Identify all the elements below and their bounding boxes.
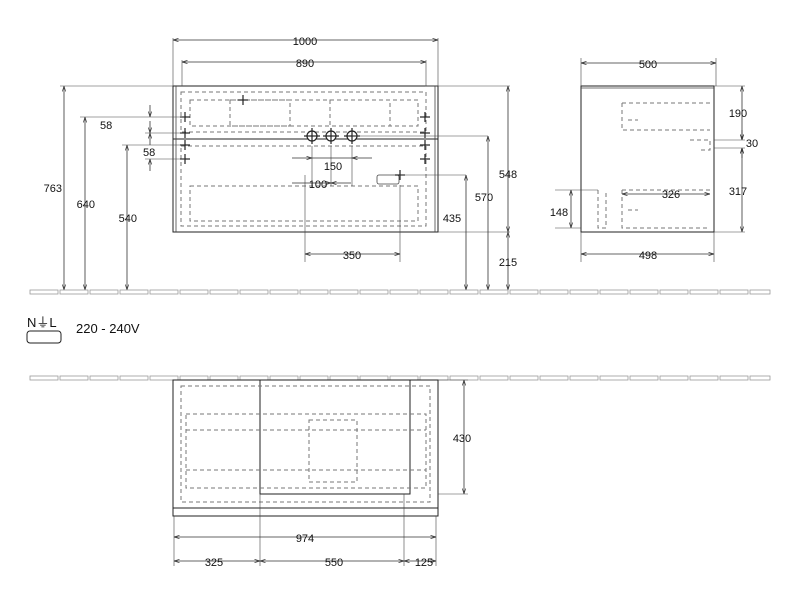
dim-350: 350 <box>343 250 361 262</box>
dim-height-435: 435 <box>443 213 461 225</box>
dim-height-640: 640 <box>77 199 95 211</box>
dim-height-548: 548 <box>499 169 517 181</box>
mount-point-icon <box>419 139 431 151</box>
dim-58-lower: 58 <box>143 147 155 159</box>
front-view: 1000 890 150 100 350 763 640 540 58 58 4… <box>44 36 517 290</box>
dim-148: 148 <box>550 207 568 219</box>
dim-317: 317 <box>729 186 747 198</box>
dim-550: 550 <box>325 557 343 569</box>
mount-point-icon <box>419 127 431 139</box>
plan-view: 430 974 325 550 125 <box>172 379 471 569</box>
socket-outlet <box>376 174 400 185</box>
mount-point-icon <box>419 111 431 123</box>
dim-height-215: 215 <box>499 257 517 269</box>
floor-line-upper <box>29 289 771 295</box>
dim-width-total: 1000 <box>293 36 317 48</box>
dim-width-974: 974 <box>296 533 314 545</box>
dim-325: 325 <box>205 557 223 569</box>
plan-outline <box>172 379 439 517</box>
drain-connection-icon <box>322 127 340 145</box>
voltage-label: 220 - 240V <box>76 321 140 336</box>
dim-150: 150 <box>324 161 342 173</box>
floor-line-lower <box>29 375 771 381</box>
side-outline <box>580 85 715 233</box>
dim-height-570: 570 <box>475 192 493 204</box>
terminal-box <box>26 330 62 344</box>
terminal-label: N⏚L <box>27 315 57 330</box>
water-connection-icon <box>303 127 321 145</box>
dim-58-upper: 58 <box>100 120 112 132</box>
dim-190: 190 <box>729 108 747 120</box>
dim-height-763: 763 <box>44 183 62 195</box>
dim-100: 100 <box>309 179 327 191</box>
dim-depth-500: 500 <box>639 59 657 71</box>
dim-height-540: 540 <box>119 213 137 225</box>
mount-point-icon <box>419 153 431 165</box>
dim-326: 326 <box>662 189 680 201</box>
electrical-symbol: N⏚L 220 - 240V <box>26 315 140 344</box>
dim-depth-498: 498 <box>639 250 657 262</box>
dim-width-inner: 890 <box>296 58 314 70</box>
side-view: 500 498 190 30 317 326 148 <box>550 58 758 262</box>
mount-point-icon <box>237 94 249 106</box>
dim-depth-430: 430 <box>453 433 471 445</box>
dim-125: 125 <box>415 557 433 569</box>
dim-30: 30 <box>746 138 758 150</box>
cabinet-outline <box>172 85 439 233</box>
